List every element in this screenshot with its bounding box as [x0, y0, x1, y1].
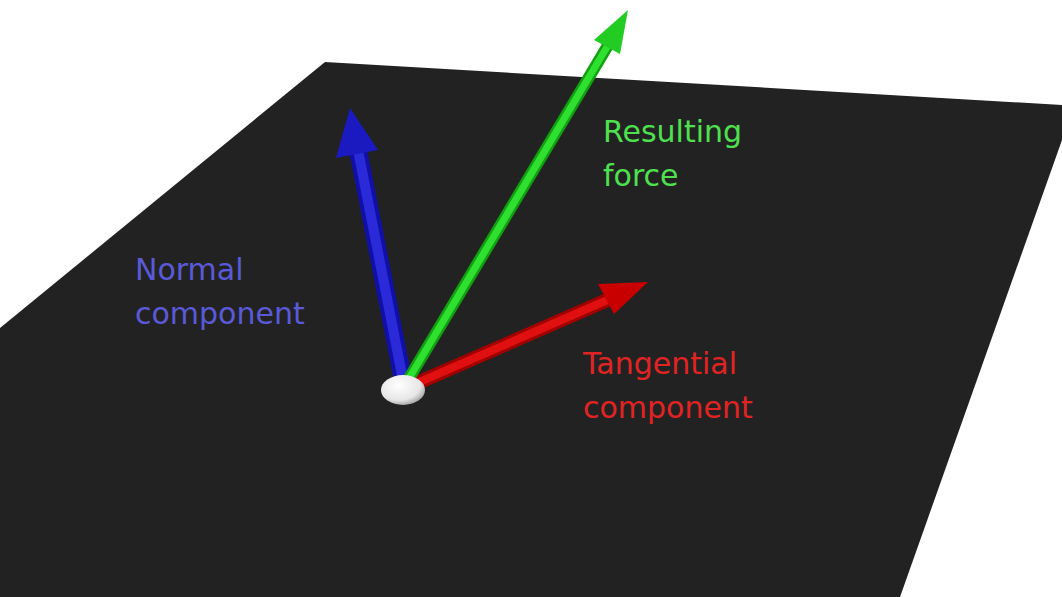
- surface-plane: [0, 62, 1062, 597]
- normal-label: Normal component: [135, 248, 365, 336]
- normal-arrow: [336, 108, 403, 380]
- resulting-label: Resulting force: [603, 110, 793, 198]
- contact-point: [381, 375, 425, 405]
- tangential-label: Tangential component: [583, 342, 803, 430]
- resulting-arrow: [408, 10, 628, 380]
